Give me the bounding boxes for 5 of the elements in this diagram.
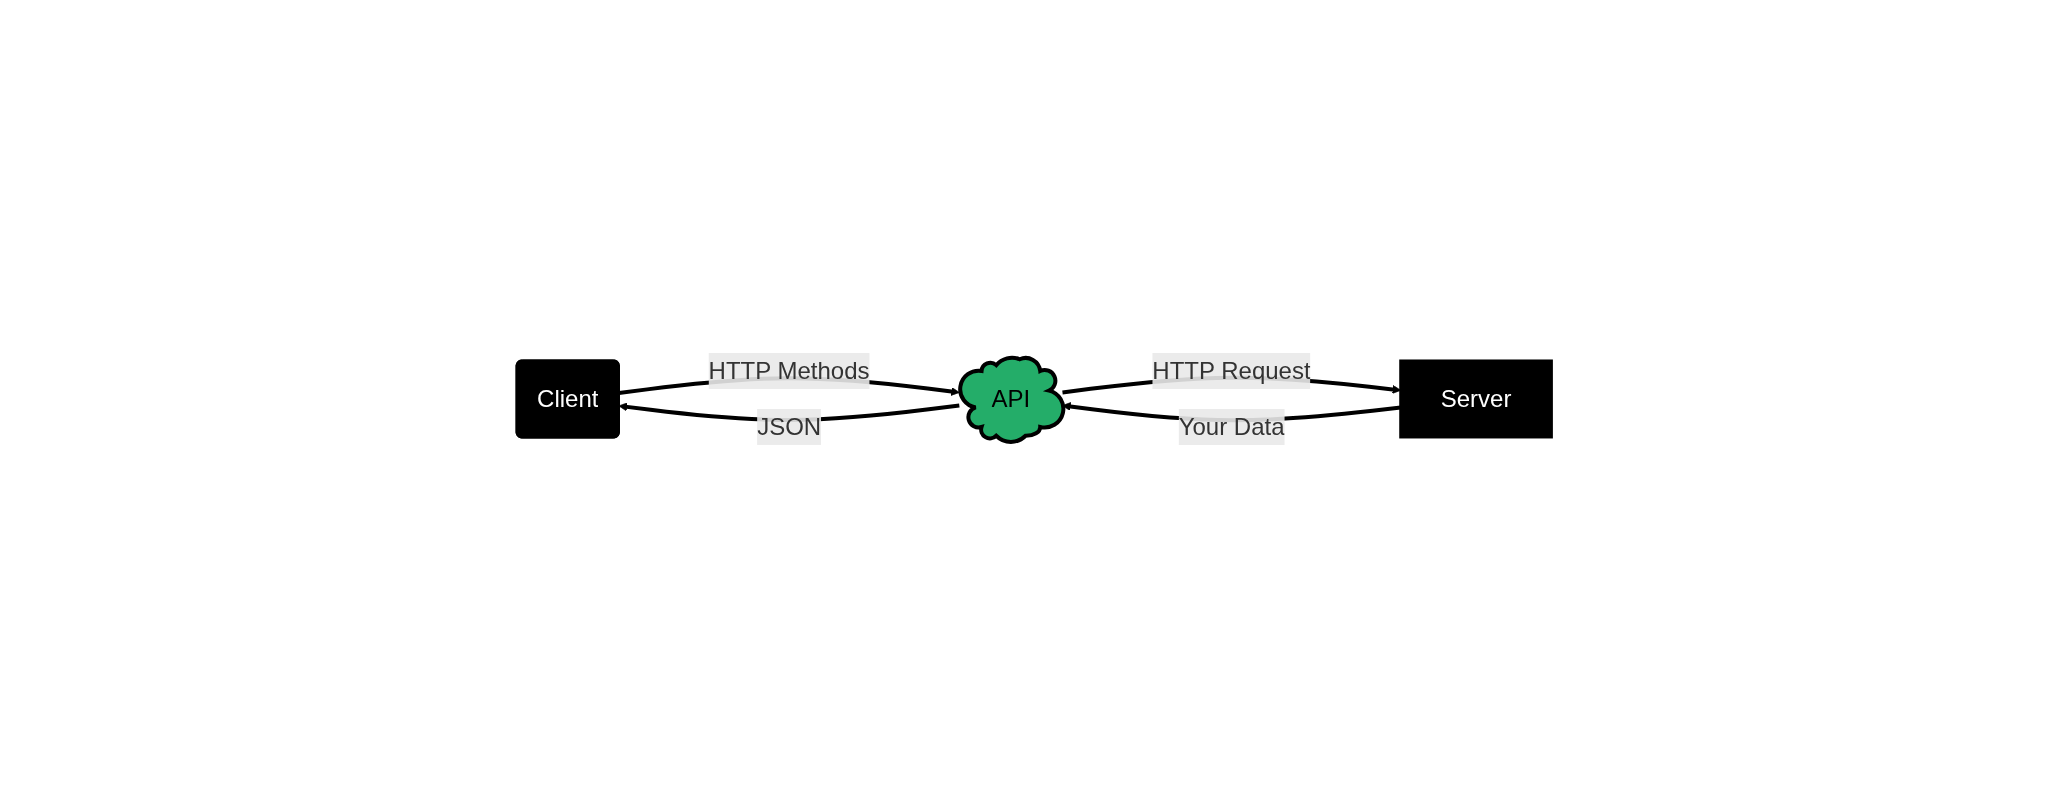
edge-label: JSON [756,412,821,440]
node-box: Server [1399,359,1553,439]
edge-label: HTTP Request [1152,357,1311,385]
edge-label: HTTP Methods [708,357,870,385]
edge-label: Your Data [1178,412,1285,440]
